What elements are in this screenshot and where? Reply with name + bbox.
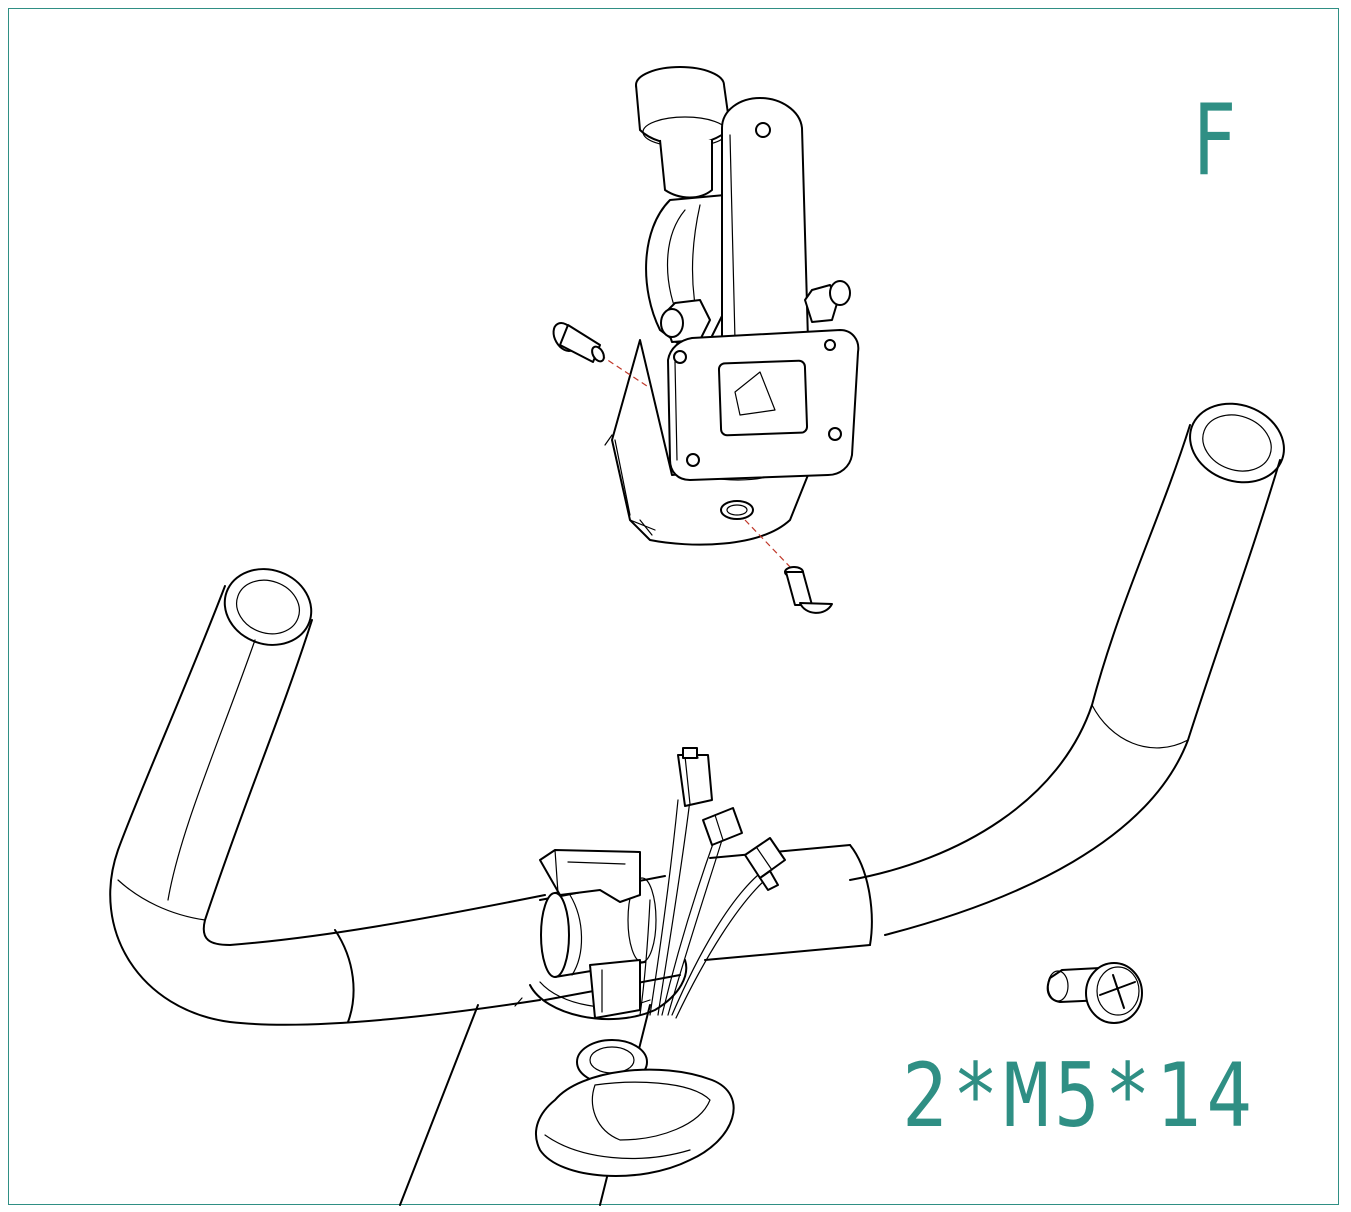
seat-post-knob bbox=[535, 1039, 735, 1178]
drawing-border bbox=[8, 8, 1339, 1205]
wire-connectors bbox=[639, 747, 786, 1019]
phillips-screw bbox=[1046, 962, 1143, 1024]
fastener-spec-label: 2*M5*14 bbox=[902, 1044, 1258, 1147]
connector-3 bbox=[744, 837, 786, 891]
u-handlebar bbox=[109, 402, 1285, 1026]
short-bolt-left bbox=[552, 322, 651, 389]
computer-bracket-assembly bbox=[604, 66, 860, 546]
step-label: F bbox=[1192, 84, 1237, 198]
connector-1 bbox=[677, 747, 713, 807]
connector-2 bbox=[702, 807, 743, 846]
short-bolt-lower bbox=[744, 519, 833, 614]
